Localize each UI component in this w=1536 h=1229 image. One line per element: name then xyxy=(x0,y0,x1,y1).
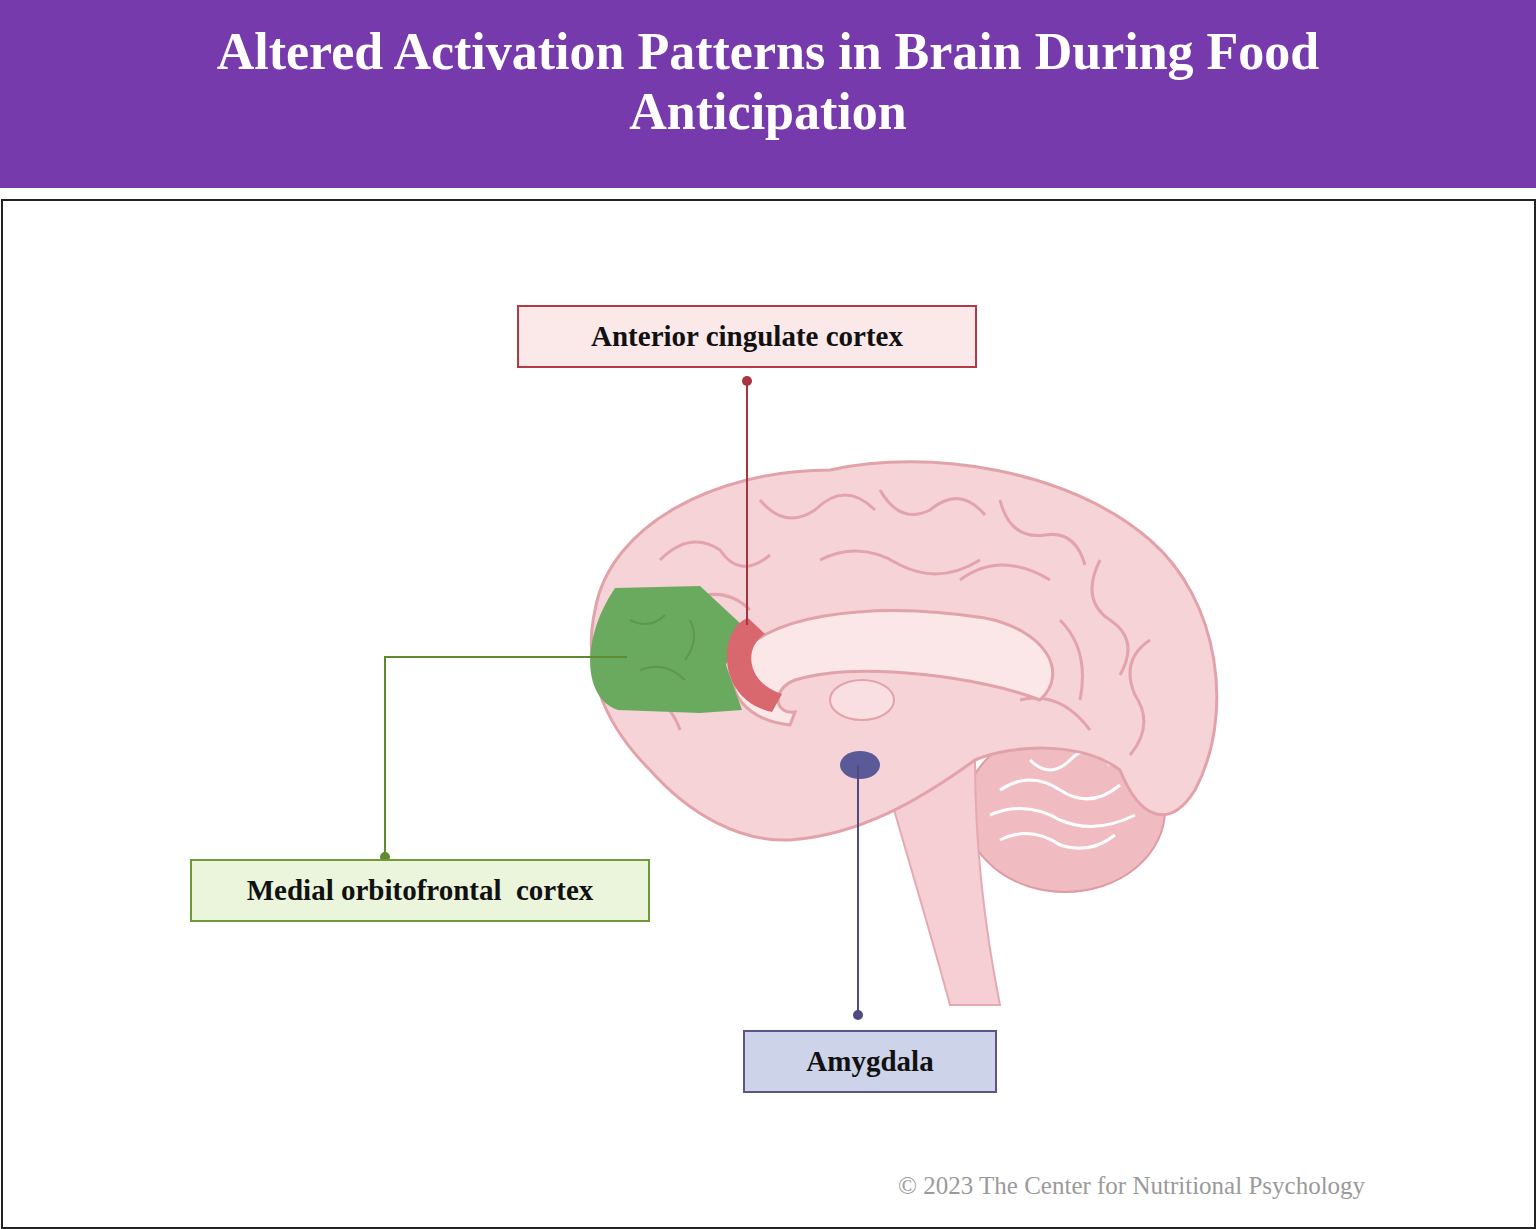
region-label: Amygdala xyxy=(806,1045,933,1078)
region-label: Medial orbitofrontal cortex xyxy=(247,874,594,907)
title-text: Altered Activation Patterns in Brain Dur… xyxy=(100,22,1436,142)
label-box: Anterior cingulate cortex xyxy=(517,305,977,368)
region-label: Anterior cingulate cortex xyxy=(591,320,903,353)
label-box: Amygdala xyxy=(743,1030,997,1093)
copyright-note: © 2023 The Center for Nutritional Psycho… xyxy=(898,1172,1365,1200)
label-box: Medial orbitofrontal cortex xyxy=(190,859,650,922)
